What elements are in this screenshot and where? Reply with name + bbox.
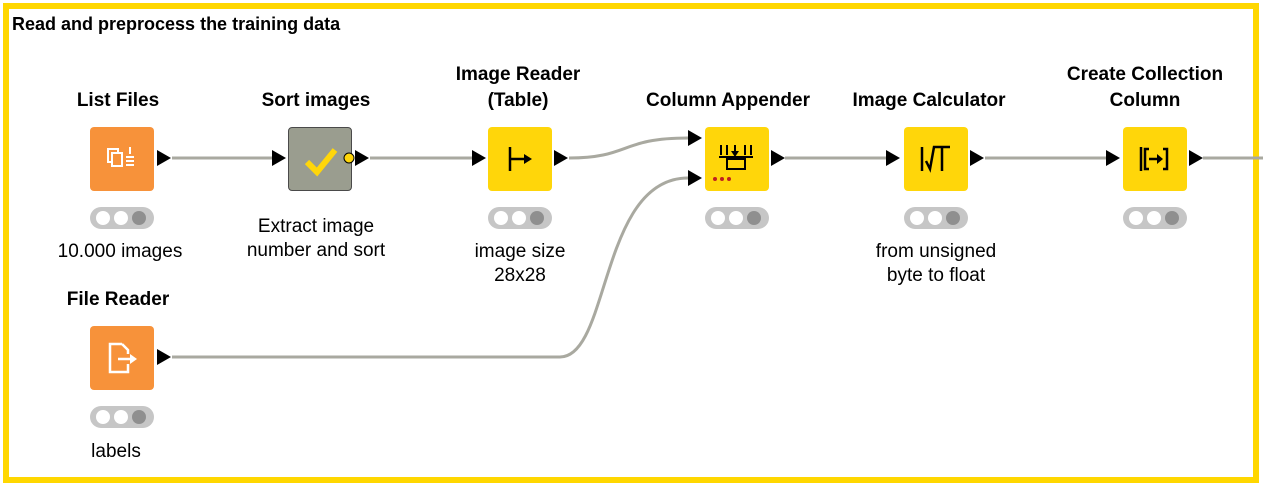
node-comment-sort-images: Extract image number and sort xyxy=(216,215,416,263)
input-port xyxy=(272,150,286,166)
title-line: Image Reader xyxy=(455,64,581,85)
annotation-title: Read and preprocess the training data xyxy=(12,14,341,34)
node-comment-image-reader: image size 28x28 xyxy=(420,240,620,288)
node-title-file-reader: File Reader xyxy=(66,289,170,310)
checkmark-icon xyxy=(304,148,338,177)
node-title-image-calculator: Image Calculator xyxy=(852,90,1006,111)
status-traffic-light xyxy=(90,207,154,229)
node-image-calculator[interactable] xyxy=(904,127,968,191)
input-port xyxy=(688,130,702,146)
output-port xyxy=(157,150,171,166)
output-port xyxy=(970,150,984,166)
output-port xyxy=(771,150,785,166)
node-title-list-files: List Files xyxy=(76,90,160,111)
comment-line: image size xyxy=(474,241,566,262)
status-traffic-light xyxy=(705,207,769,229)
title-line: (Table) xyxy=(487,90,549,111)
comment-line: number and sort xyxy=(246,240,386,261)
image-reader-icon xyxy=(508,147,532,171)
input-port xyxy=(886,150,900,166)
node-column-appender[interactable] xyxy=(705,127,769,191)
node-image-reader[interactable] xyxy=(488,127,552,191)
node-title-image-reader: Image Reader (Table) xyxy=(418,62,618,114)
node-comment-list-files: 10.000 images xyxy=(57,241,183,262)
connection-filereader-appender xyxy=(172,176,689,359)
node-title-sort-images: Sort images xyxy=(261,90,371,111)
title-line: Create Collection xyxy=(1066,64,1224,85)
input-port xyxy=(1106,150,1120,166)
node-comment-image-calculator: from unsigned byte to float xyxy=(836,240,1036,288)
node-file-reader[interactable] xyxy=(90,326,154,390)
output-port xyxy=(355,150,369,166)
node-comment-file-reader: labels xyxy=(91,441,141,462)
output-port xyxy=(554,150,568,166)
node-title-create-collection: Create Collection Column xyxy=(1045,62,1245,114)
connection-imagereader-appender xyxy=(568,136,689,160)
node-create-collection[interactable] xyxy=(1123,127,1187,191)
comment-line: byte to float xyxy=(886,265,986,286)
column-appender-icon xyxy=(713,145,753,181)
node-title-column-appender: Column Appender xyxy=(646,90,810,111)
comment-line: 28x28 xyxy=(494,265,546,286)
status-traffic-light xyxy=(904,207,968,229)
input-port xyxy=(688,170,702,186)
input-port xyxy=(472,150,486,166)
comment-line: from unsigned xyxy=(875,241,997,262)
list-files-icon xyxy=(107,147,134,167)
status-traffic-light xyxy=(90,406,154,428)
node-list-files[interactable] xyxy=(90,127,154,191)
image-calculator-icon xyxy=(920,145,950,173)
title-line: Column xyxy=(1109,90,1181,111)
output-port xyxy=(157,349,171,365)
annotation-frame xyxy=(3,3,1259,483)
create-collection-icon xyxy=(1139,147,1169,171)
node-sort-images[interactable] xyxy=(288,127,352,191)
file-reader-icon xyxy=(108,342,137,374)
comment-line: Extract image xyxy=(257,216,375,237)
output-port xyxy=(1189,150,1203,166)
status-traffic-light xyxy=(488,207,552,229)
status-traffic-light xyxy=(1123,207,1187,229)
